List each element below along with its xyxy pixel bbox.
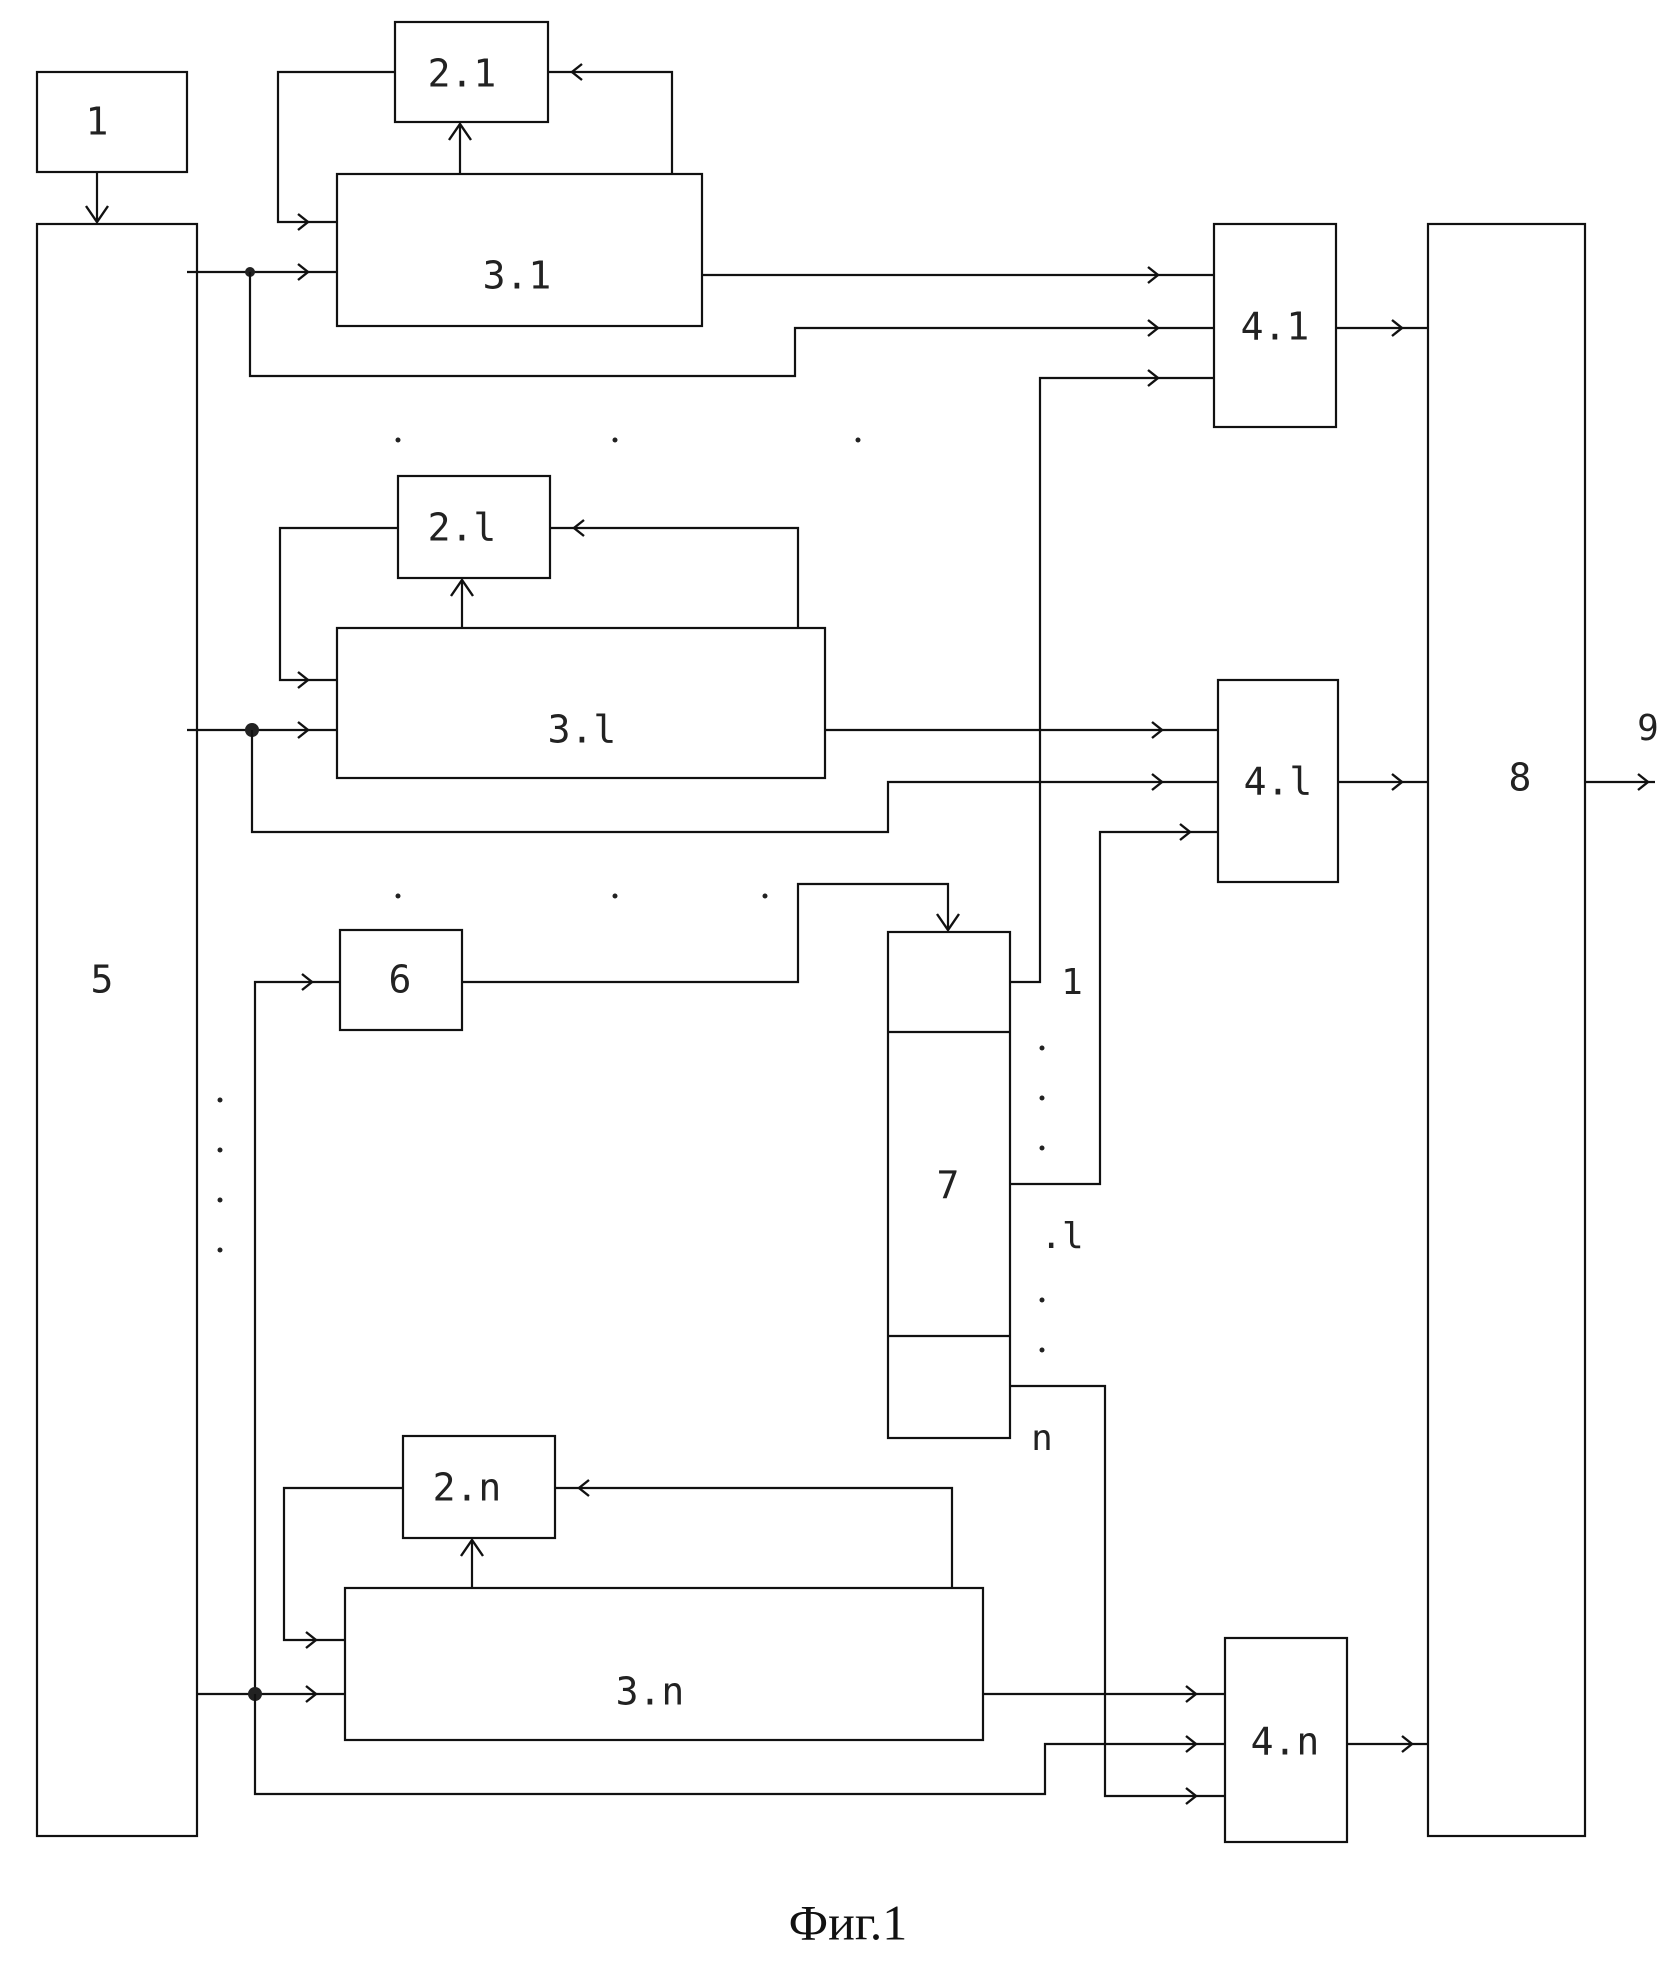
wire-1-to-5 — [86, 172, 108, 222]
wire-8-to-output-9 — [1585, 774, 1655, 790]
block-8-label: 8 — [1509, 756, 1532, 800]
block-3-l — [337, 628, 825, 778]
block-3-n-label: 3.n — [616, 1670, 685, 1714]
figure-caption: Фиг.1 — [789, 1894, 908, 1950]
wire-3-l-to-2-l — [451, 580, 473, 628]
wire-5-to-4-l — [252, 730, 1218, 832]
wire-5-to-6 — [255, 974, 340, 1694]
block-3-1 — [337, 174, 702, 326]
wire-4-n-to-8 — [1347, 1736, 1428, 1752]
block-2-l-label: 2.l — [428, 506, 497, 550]
block-2-1-label: 2.1 — [428, 52, 497, 96]
block-3-1-label: 3.1 — [483, 254, 552, 298]
block-2-n-label: 2.n — [433, 1466, 502, 1510]
wire-5-to-3-n — [197, 1686, 345, 1702]
block-8 — [1428, 224, 1585, 1836]
block-5-label: 5 — [91, 958, 114, 1002]
block-4-1-label: 4.1 — [1241, 305, 1310, 349]
wire-2-l-loop — [280, 520, 798, 688]
output-9-label: 9 — [1637, 708, 1659, 749]
wire-5-to-3-1 — [187, 264, 337, 280]
wire-3-n-to-2-n — [461, 1540, 483, 1588]
wire-4-1-to-8 — [1336, 320, 1428, 336]
block-7-out-n-label: n — [1031, 1418, 1053, 1459]
wire-3-l-to-4-l — [825, 722, 1218, 738]
block-5 — [37, 224, 197, 1836]
block-7-out-1-label: 1 — [1061, 962, 1083, 1003]
block-4-l-label: 4.l — [1244, 760, 1313, 804]
wire-7-out1-to-4-1 — [1010, 370, 1214, 982]
wire-5-to-4-n — [255, 1694, 1225, 1794]
wire-7-outl-to-4-l — [1010, 824, 1218, 1184]
block-3-l-label: 3.l — [548, 708, 617, 752]
wire-6-to-7 — [462, 884, 959, 982]
block-1 — [37, 72, 187, 172]
block-4-n-label: 4.n — [1251, 1720, 1320, 1764]
wire-2-n-loop — [284, 1480, 952, 1648]
block-3-n — [345, 1588, 983, 1740]
wire-5-to-4-1 — [250, 272, 1214, 376]
wire-4-l-to-8 — [1338, 774, 1428, 790]
block-6-label: 6 — [389, 958, 412, 1002]
block-7-label: 7 — [937, 1164, 960, 1208]
block-7-out-l-label: .l — [1040, 1216, 1083, 1257]
ellipsis-dots — [218, 438, 1045, 1353]
wire-3-1-to-4-1 — [702, 267, 1214, 283]
wire-3-1-to-2-1 — [449, 124, 471, 174]
wire-5-to-3-l — [187, 722, 337, 738]
block-1-label: 1 — [86, 100, 109, 144]
